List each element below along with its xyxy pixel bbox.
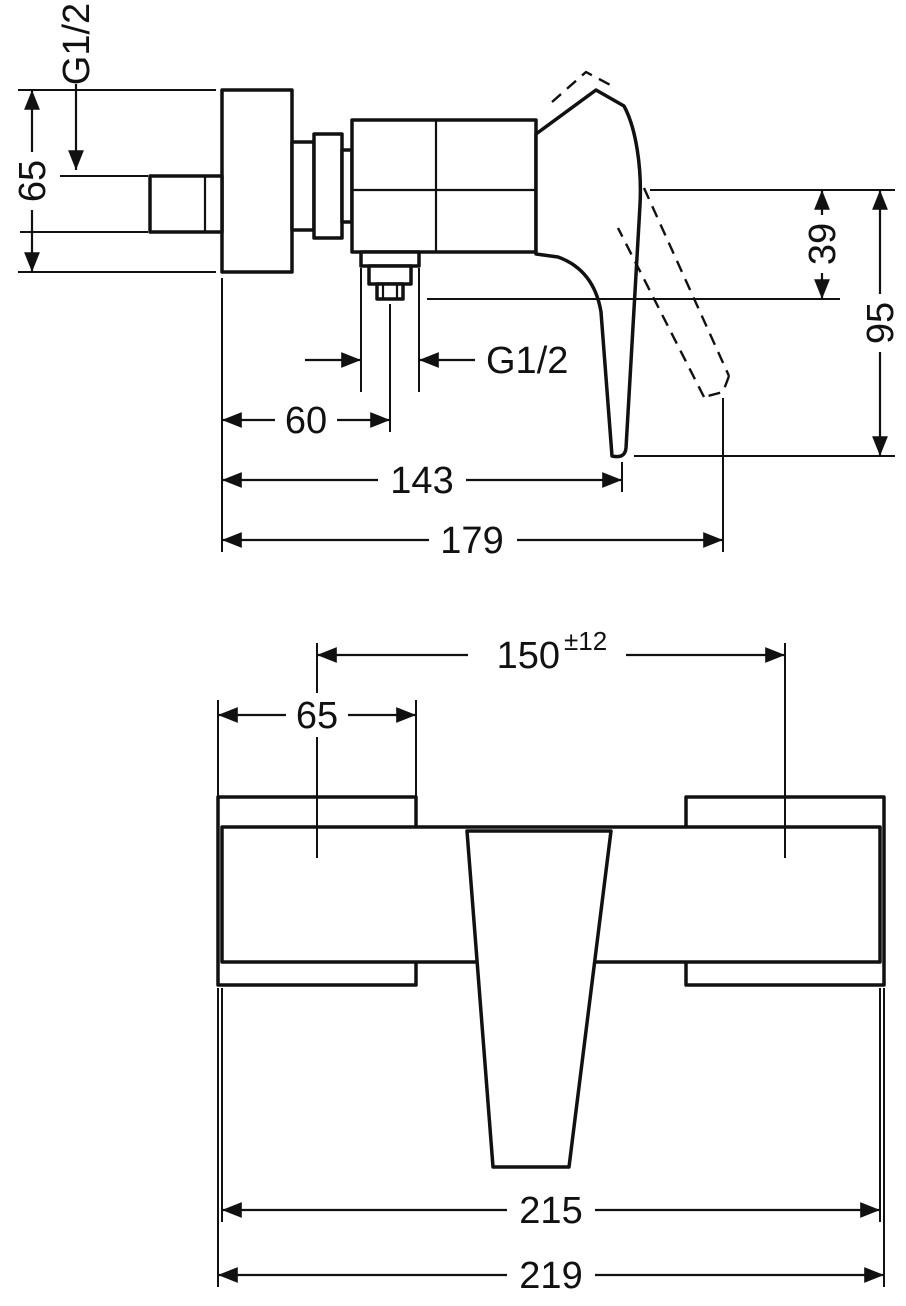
wall-plate-side bbox=[220, 88, 294, 274]
dim-label-overall-width: 219 bbox=[519, 1255, 582, 1297]
dim-label-body-width: 215 bbox=[519, 1190, 582, 1232]
handle-lever-front bbox=[465, 829, 613, 1169]
dim-label-wall-to-outlet: 60 bbox=[285, 400, 327, 442]
dim-label-plate-height: 65 bbox=[12, 160, 54, 202]
union-nut bbox=[290, 132, 354, 240]
front-view: 150 ±12 65 215 219 bbox=[216, 626, 886, 1297]
handle-open-position-dashed bbox=[551, 70, 731, 399]
dim-body-width: 215 bbox=[221, 988, 881, 1232]
reference-lines bbox=[427, 189, 895, 457]
dim-hose-centers: 150 ±12 bbox=[316, 626, 786, 858]
dim-label-wall-to-handle-closed: 143 bbox=[390, 460, 453, 502]
dim-wall-to-handle-open: 179 bbox=[222, 398, 724, 562]
dim-label-axis-to-outlet: 39 bbox=[802, 223, 844, 265]
dim-plate-height: 65 bbox=[12, 89, 216, 273]
dim-label-axis-to-handle-tip: 95 bbox=[860, 302, 902, 344]
side-view: G1/2 65 39 95 bbox=[12, 3, 902, 562]
dim-label-outlet-thread: G1/2 bbox=[486, 340, 568, 382]
dim-axis-to-handle-tip: 95 bbox=[860, 190, 902, 456]
dim-label-hose-centers: 150 bbox=[497, 635, 560, 677]
dim-inlet-thread: G1/2 bbox=[20, 3, 148, 233]
dim-label-wall-to-handle-open: 179 bbox=[440, 520, 503, 562]
dim-overall-width: 219 bbox=[217, 988, 885, 1297]
supply-pipe-stub bbox=[148, 174, 224, 234]
dim-wall-to-outlet: 60 bbox=[221, 278, 391, 552]
dim-escutcheon-width: 65 bbox=[217, 693, 417, 797]
dim-outlet-thread: G1/2 bbox=[305, 268, 568, 392]
dim-wall-to-handle-closed: 143 bbox=[222, 458, 623, 502]
dim-label-escutcheon-width: 65 bbox=[296, 695, 338, 737]
dim-axis-to-outlet: 39 bbox=[802, 190, 844, 299]
mixer-body-side bbox=[350, 118, 538, 254]
outlet-connector bbox=[359, 250, 421, 301]
dim-label-hose-centers-tolerance: ±12 bbox=[564, 626, 607, 656]
handle-lever-side bbox=[534, 88, 643, 459]
dim-label-inlet-thread: G1/2 bbox=[56, 3, 98, 85]
